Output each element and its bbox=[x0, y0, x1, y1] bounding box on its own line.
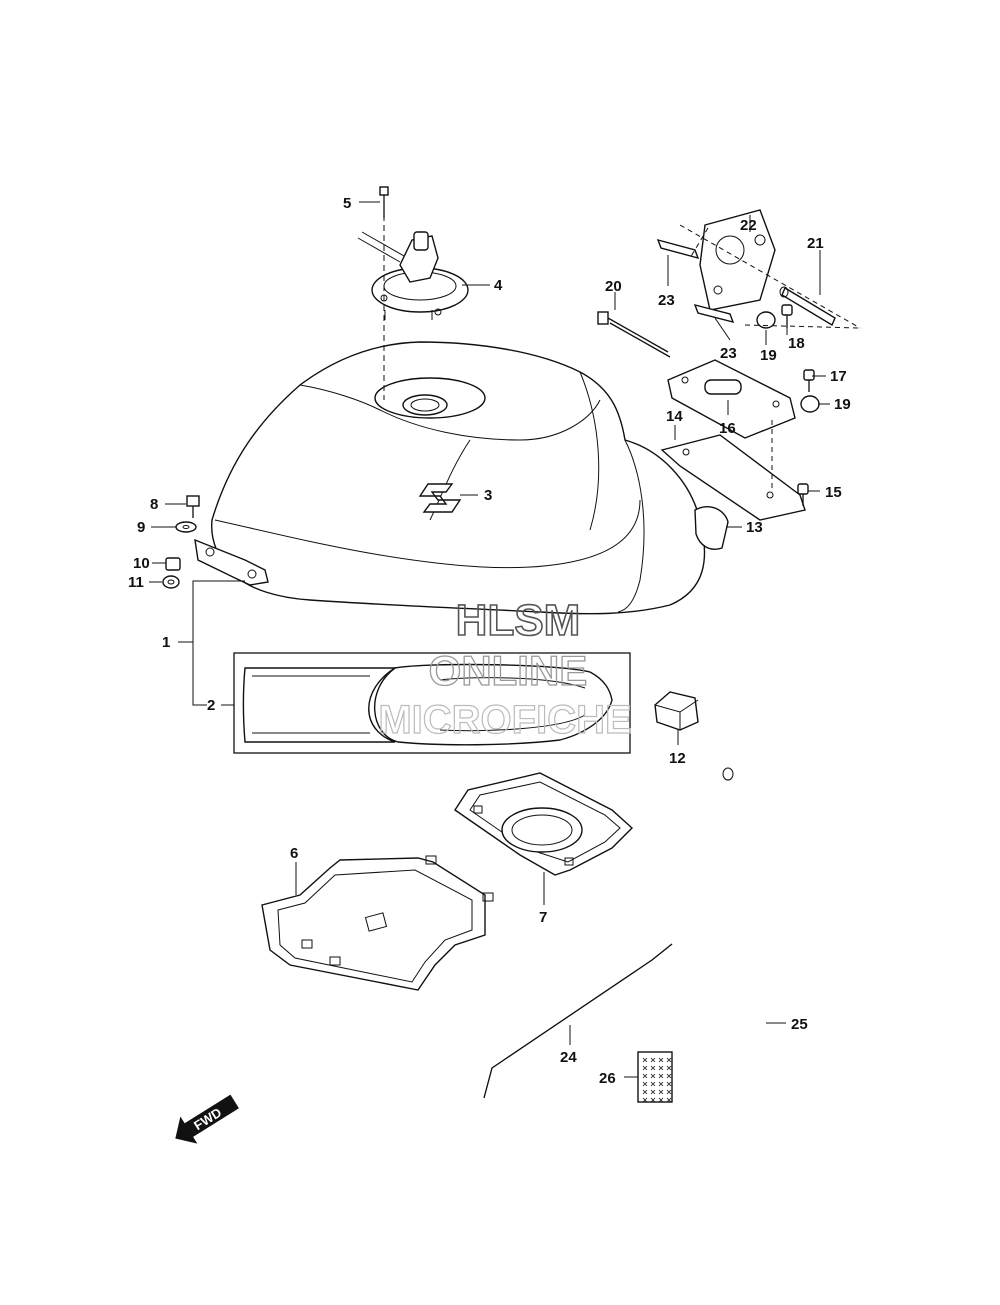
pad-x-mark bbox=[666, 1057, 672, 1063]
pin-21 bbox=[779, 286, 836, 327]
callout-22: 22 bbox=[740, 217, 757, 234]
callout-9: 9 bbox=[137, 519, 145, 536]
callout-4: 4 bbox=[494, 277, 503, 294]
watermark-line-1: HLSM bbox=[456, 596, 581, 645]
pad-x-mark bbox=[650, 1057, 656, 1063]
washer-9 bbox=[175, 521, 197, 533]
callout-18: 18 bbox=[788, 335, 805, 352]
pad-x-mark bbox=[658, 1065, 664, 1071]
callout-12: 12 bbox=[669, 750, 686, 767]
pad-x-mark bbox=[658, 1057, 664, 1063]
callout-19a: 19 bbox=[760, 347, 777, 364]
leader-lines bbox=[149, 201, 830, 1078]
callout-26: 26 bbox=[599, 1070, 616, 1087]
callout-2: 2 bbox=[207, 697, 215, 714]
pad-x-mark bbox=[650, 1081, 656, 1087]
callout-13: 13 bbox=[746, 519, 763, 536]
spacer-23b bbox=[693, 303, 735, 324]
pad-x-mark bbox=[658, 1089, 664, 1095]
callout-6: 6 bbox=[290, 845, 298, 862]
callout-1: 1 bbox=[162, 634, 170, 651]
callout-20: 20 bbox=[605, 278, 622, 295]
bolt-8 bbox=[186, 495, 200, 518]
pad-x-mark bbox=[642, 1097, 648, 1103]
cushion-10 bbox=[165, 557, 181, 571]
callout-5: 5 bbox=[343, 195, 351, 212]
pad-x-mark bbox=[658, 1097, 664, 1103]
callout-8: 8 bbox=[150, 496, 158, 513]
pad-x-mark bbox=[666, 1065, 672, 1071]
spacer-23a bbox=[656, 238, 700, 260]
nut-19a bbox=[756, 311, 776, 329]
fwd-arrow-icon: FWD bbox=[175, 1094, 239, 1144]
pad-x-mark bbox=[650, 1097, 656, 1103]
callout-23b: 23 bbox=[720, 345, 737, 362]
nut-19b bbox=[800, 395, 820, 413]
fuel-cap bbox=[357, 231, 469, 320]
pad-x-mark bbox=[666, 1089, 672, 1095]
callout-21: 21 bbox=[807, 235, 824, 252]
pad-x-mark bbox=[658, 1073, 664, 1079]
callout-3: 3 bbox=[484, 487, 492, 504]
callout-14: 14 bbox=[666, 408, 683, 425]
callout-15: 15 bbox=[825, 484, 842, 501]
bracket-14 bbox=[660, 434, 806, 521]
callout-numbers: 1 2 3 4 5 6 7 8 9 10 11 12 13 14 15 16 1… bbox=[128, 195, 851, 1087]
bolt-15 bbox=[797, 483, 809, 506]
pad-x-mark bbox=[650, 1089, 656, 1095]
watermark-line-3: MICROFICHE bbox=[378, 698, 631, 742]
pad-x-mark bbox=[642, 1073, 648, 1079]
pad-x-mark bbox=[666, 1097, 672, 1103]
collar-11 bbox=[162, 575, 180, 589]
mount-plate-16 bbox=[667, 359, 796, 439]
cushion-12 bbox=[654, 691, 699, 731]
bolt-5 bbox=[379, 186, 389, 218]
cushion-13 bbox=[694, 506, 729, 550]
callout-10: 10 bbox=[133, 555, 150, 572]
callout-25: 25 bbox=[791, 1016, 808, 1033]
pad-x-mark bbox=[642, 1089, 648, 1095]
watermark: HLSM ONLINE MICROFICHE bbox=[378, 595, 633, 742]
hose-25 bbox=[722, 763, 764, 1136]
rod-24 bbox=[483, 943, 673, 1099]
heat-shield-6 bbox=[261, 855, 494, 991]
callout-17: 17 bbox=[830, 368, 847, 385]
suzuki-emblem bbox=[418, 483, 462, 513]
callout-19b: 19 bbox=[834, 396, 851, 413]
tank-decal-set bbox=[233, 652, 631, 754]
filler-seal-7 bbox=[454, 772, 634, 876]
pad-x-mark bbox=[642, 1065, 648, 1071]
bracket-22 bbox=[699, 209, 776, 311]
pad-x-mark bbox=[650, 1073, 656, 1079]
callout-24: 24 bbox=[560, 1049, 577, 1066]
bolt-18 bbox=[781, 304, 793, 328]
pad-x-mark bbox=[658, 1081, 664, 1087]
pad-x-mark bbox=[650, 1065, 656, 1071]
callout-23a: 23 bbox=[658, 292, 675, 309]
pad-x-mark bbox=[666, 1073, 672, 1079]
callout-16: 16 bbox=[719, 420, 736, 437]
callout-11: 11 bbox=[128, 574, 144, 591]
fuel-tank bbox=[194, 341, 706, 615]
pad-26 bbox=[637, 1051, 673, 1103]
callout-7: 7 bbox=[539, 909, 547, 926]
bolt-17 bbox=[803, 369, 815, 392]
pad-x-mark bbox=[642, 1081, 648, 1087]
pad-x-mark bbox=[642, 1057, 648, 1063]
pad-x-mark bbox=[666, 1081, 672, 1087]
watermark-line-2: ONLINE bbox=[429, 647, 588, 694]
long-bolt-20 bbox=[597, 311, 671, 358]
